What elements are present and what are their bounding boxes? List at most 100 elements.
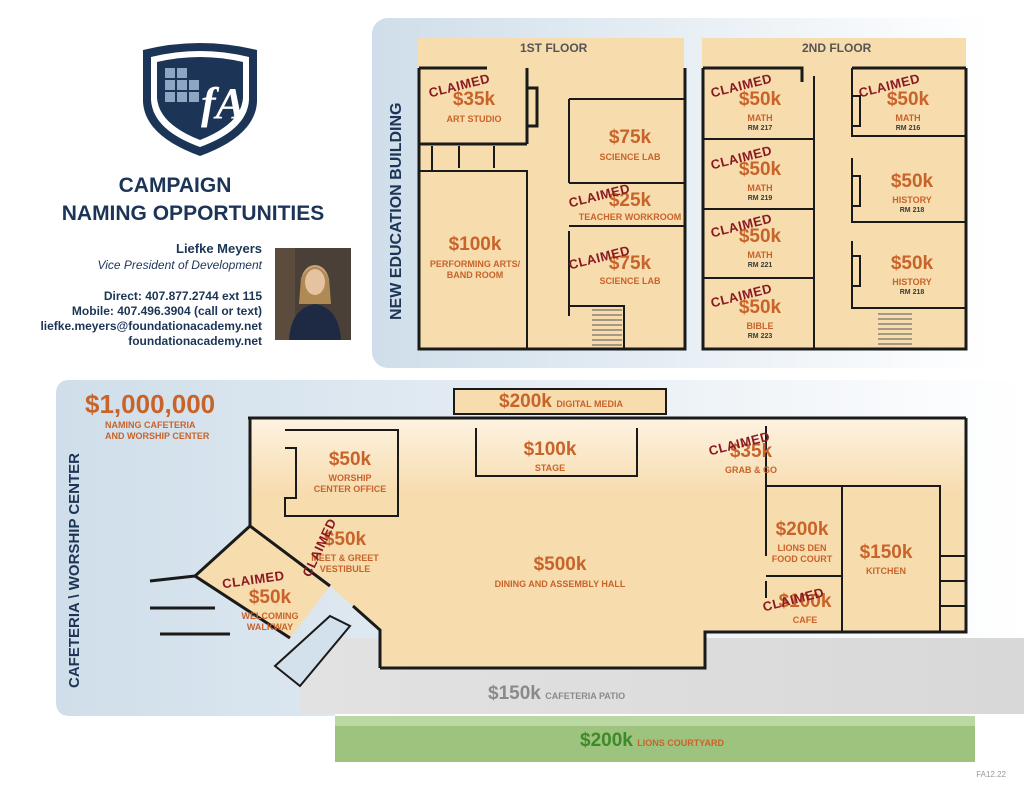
room-name: TEACHER WORKROOM xyxy=(578,212,682,222)
education-building-map xyxy=(372,18,990,368)
room-name: MATH xyxy=(747,113,773,123)
room-price: $50k xyxy=(890,171,934,192)
room-name: STAGE xyxy=(534,463,566,473)
room-price: $50k xyxy=(738,89,782,110)
room-price: $500k xyxy=(533,554,587,575)
room-math-216[interactable]: $50k MATH RM 216 xyxy=(858,90,958,134)
room-number: RM 216 xyxy=(895,125,921,132)
naming-cafeteria[interactable]: $1,000,000 NAMING CAFETERIA AND WORSHIP … xyxy=(85,390,215,442)
room-performing-arts[interactable]: $100k PERFORMING ARTS/ BAND ROOM xyxy=(420,235,530,281)
room-grab-go[interactable]: $35k GRAB & GO xyxy=(706,442,796,476)
room-name: GRAB & GO xyxy=(724,465,777,475)
room-name: LIONS DEN xyxy=(777,543,827,553)
room-name: CAFETERIA PATIO xyxy=(545,691,626,701)
room-name-line2: VESTIBULE xyxy=(319,564,371,574)
room-name: SCIENCE LAB xyxy=(599,276,661,286)
room-price: $35k xyxy=(452,89,496,110)
shield-logo-icon: fA xyxy=(143,43,257,156)
room-cafe[interactable]: $100k CAFE xyxy=(760,592,850,626)
room-price: $50k xyxy=(886,89,930,110)
room-name: WELCOMING xyxy=(241,611,299,621)
room-price: $35k xyxy=(729,441,773,462)
contact-role: Vice President of Development xyxy=(97,258,262,272)
room-price: $75k xyxy=(608,127,652,148)
floor1-title: 1ST FLOOR xyxy=(520,41,588,55)
room-number: RM 217 xyxy=(747,125,773,132)
room-name: MATH xyxy=(747,183,773,193)
lions-courtyard[interactable]: $200k LIONS COURTYARD xyxy=(580,731,724,751)
room-name-line2: BAND ROOM xyxy=(446,270,504,280)
room-math-219[interactable]: $50k MATH RM 219 xyxy=(710,160,810,204)
naming-price: $1,000,000 xyxy=(85,389,216,419)
room-name: PERFORMING ARTS/ xyxy=(429,259,521,269)
room-name: WORSHIP xyxy=(328,473,372,483)
room-science-lab-1[interactable]: $75k SCIENCE LAB xyxy=(575,128,685,163)
room-math-217[interactable]: $50k MATH RM 217 xyxy=(710,90,810,134)
avatar xyxy=(275,248,351,340)
room-bible-223[interactable]: $50k BIBLE RM 223 xyxy=(710,298,810,342)
room-name: KITCHEN xyxy=(866,566,906,576)
room-price: $25k xyxy=(608,190,652,211)
room-price: $100k xyxy=(448,234,502,255)
room-name: MEET & GREET xyxy=(311,553,379,563)
room-name: DINING AND ASSEMBLY HALL xyxy=(494,579,626,589)
room-name: DIGITAL MEDIA xyxy=(556,399,623,409)
contact-website[interactable]: foundationacademy.net xyxy=(128,334,262,348)
room-name-line2: FOOD COURT xyxy=(771,554,833,564)
room-name: MATH xyxy=(895,113,921,123)
room-price: $100k xyxy=(523,439,577,460)
room-number: RM 221 xyxy=(747,262,773,269)
room-kitchen[interactable]: $150k KITCHEN xyxy=(836,543,936,577)
room-digital-media[interactable]: $200k DIGITAL MEDIA xyxy=(466,392,656,412)
room-welcoming-walkway[interactable]: $50k WELCOMING WALKWAY xyxy=(220,588,320,633)
room-history-218-a[interactable]: $50k HISTORY RM 218 xyxy=(862,172,962,216)
room-price: $200k xyxy=(499,391,552,412)
room-price: $150k xyxy=(859,542,913,563)
contact-name: Liefke Meyers xyxy=(176,241,262,256)
page-title-line2: NAMING OPPORTUNITIES xyxy=(61,202,325,225)
room-history-218-b[interactable]: $50k HISTORY RM 218 xyxy=(862,254,962,298)
room-price: $75k xyxy=(608,253,652,274)
contact-email[interactable]: liefke.meyers@foundationacademy.net xyxy=(40,319,262,333)
room-name-line2: WALKWAY xyxy=(246,622,294,632)
education-building-label: NEW EDUCATION BUILDING xyxy=(388,102,405,320)
digital-media-box xyxy=(453,388,667,415)
room-science-lab-2[interactable]: $75k SCIENCE LAB xyxy=(575,254,685,287)
floor2-plan xyxy=(702,38,966,350)
room-price: $200k xyxy=(775,519,829,540)
room-name-line2: CENTER OFFICE xyxy=(313,484,387,494)
room-stage[interactable]: $100k STAGE xyxy=(500,440,600,474)
room-number: RM 223 xyxy=(747,333,773,340)
room-worship-office[interactable]: $50k WORSHIP CENTER OFFICE xyxy=(300,450,400,495)
room-meet-greet[interactable]: $50k MEET & GREET VESTIBULE xyxy=(300,530,390,575)
room-price: $50k xyxy=(738,297,782,318)
room-lions-den[interactable]: $200k LIONS DEN FOOD COURT xyxy=(752,520,852,565)
room-name: MATH xyxy=(747,250,773,260)
naming-line1: NAMING CAFETERIA xyxy=(105,420,196,430)
logo: fA xyxy=(135,40,265,158)
room-price: $50k xyxy=(328,449,372,470)
room-price: $50k xyxy=(738,226,782,247)
contact-mobile: Mobile: 407.496.3904 (call or text) xyxy=(71,304,262,318)
room-number: RM 218 xyxy=(899,207,925,214)
cafeteria-patio[interactable]: $150k CAFETERIA PATIO xyxy=(488,684,625,704)
room-number: RM 219 xyxy=(747,195,773,202)
room-teacher-workroom[interactable]: $25k TEACHER WORKROOM xyxy=(575,191,685,223)
room-price: $200k xyxy=(580,730,633,751)
room-art-studio[interactable]: $35k ART STUDIO xyxy=(424,90,524,125)
room-name: BIBLE xyxy=(746,321,774,331)
room-name: HISTORY xyxy=(892,195,932,205)
room-price: $50k xyxy=(738,159,782,180)
room-name: SCIENCE LAB xyxy=(599,152,661,162)
room-name: HISTORY xyxy=(892,277,932,287)
room-math-221[interactable]: $50k MATH RM 221 xyxy=(710,227,810,271)
room-dining-hall[interactable]: $500k DINING AND ASSEMBLY HALL xyxy=(480,555,640,590)
contact-direct: Direct: 407.877.2744 ext 115 xyxy=(103,289,262,303)
naming-line2: AND WORSHIP CENTER xyxy=(105,431,210,441)
floor1-plan xyxy=(418,38,684,350)
room-price: $100k xyxy=(778,591,832,612)
floor2-title: 2ND FLOOR xyxy=(802,41,872,55)
room-name: CAFE xyxy=(792,615,818,625)
room-price: $50k xyxy=(248,587,292,608)
cafeteria-worship-label: CAFETERIA \ WORSHIP CENTER xyxy=(66,452,83,688)
